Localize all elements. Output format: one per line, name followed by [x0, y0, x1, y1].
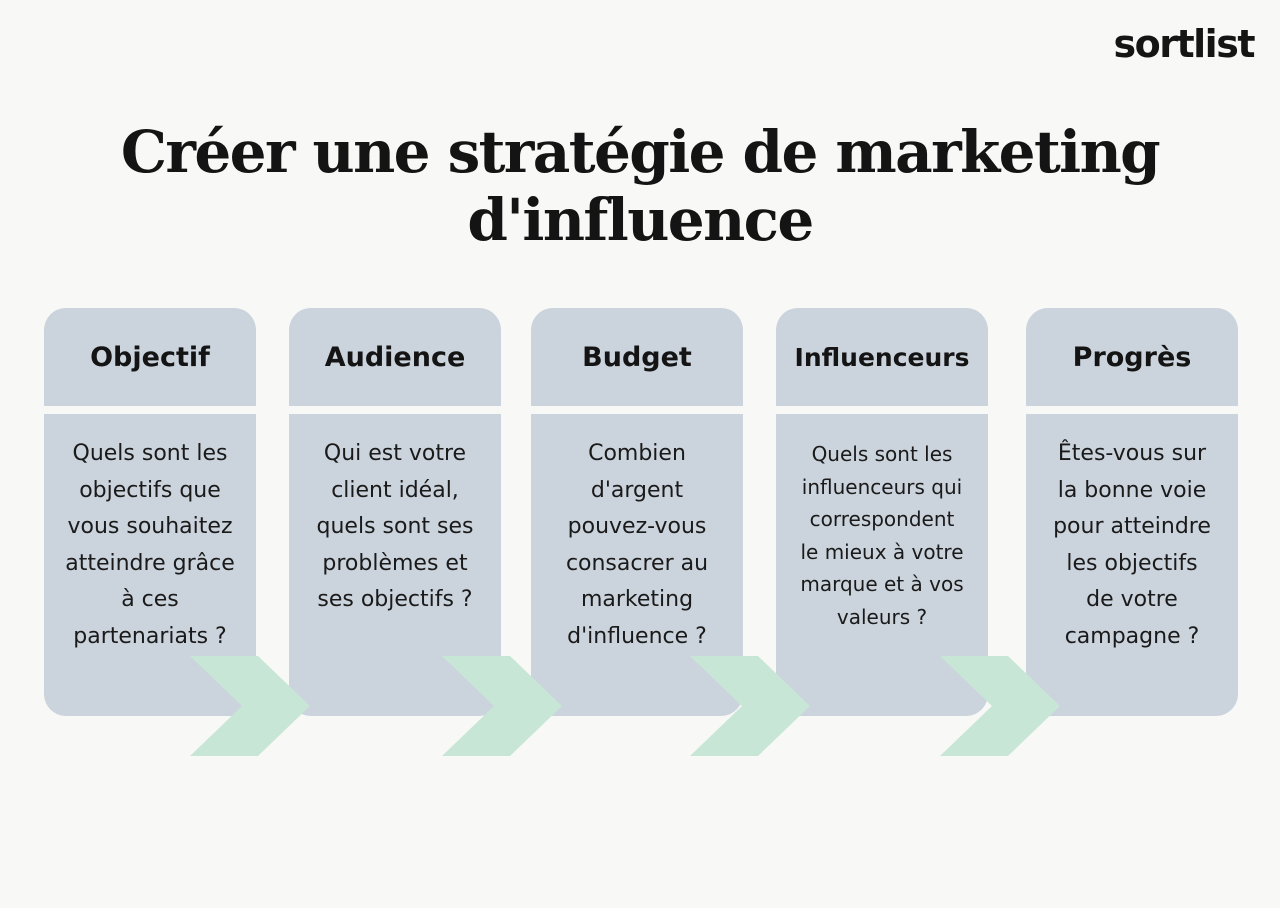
step-description: Quels sont les influenceurs qui correspo… [800, 442, 964, 629]
step-card-objectif: Objectif Quels sont les objectifs que vo… [44, 308, 256, 716]
step-card-audience: Audience Qui est votre client idéal, que… [289, 308, 501, 716]
chevron-right-icon [940, 656, 1060, 756]
step-description: Combien d'argent pouvez-vous consacrer a… [565, 441, 709, 649]
sortlist-logo: sortlist [1113, 22, 1256, 66]
step-body [1026, 414, 1238, 716]
step-description: Êtes-vous sur la bonne voie pour atteind… [1053, 441, 1211, 649]
chevron-right-icon [690, 656, 810, 756]
chevron-right-icon [190, 656, 310, 756]
step-heading: Budget [531, 308, 743, 406]
page-title: Créer une stratégie de marketing d'influ… [120, 118, 1161, 254]
step-heading: Influenceurs [776, 308, 988, 406]
step-heading: Progrès [1026, 308, 1238, 406]
step-heading: Objectif [44, 308, 256, 406]
step-card-progres: Progrès Êtes-vous sur la bonne voie pour… [1026, 308, 1238, 716]
step-card-budget: Budget Combien d'argent pouvez-vous cons… [531, 308, 743, 716]
step-card-influenceurs: Influenceurs Quels sont les influenceurs… [776, 308, 988, 716]
chevron-right-icon [442, 656, 562, 756]
step-description: Qui est votre client idéal, quels sont s… [316, 441, 474, 612]
step-description: Quels sont les objectifs que vous souhai… [65, 441, 235, 649]
step-heading: Audience [289, 308, 501, 406]
